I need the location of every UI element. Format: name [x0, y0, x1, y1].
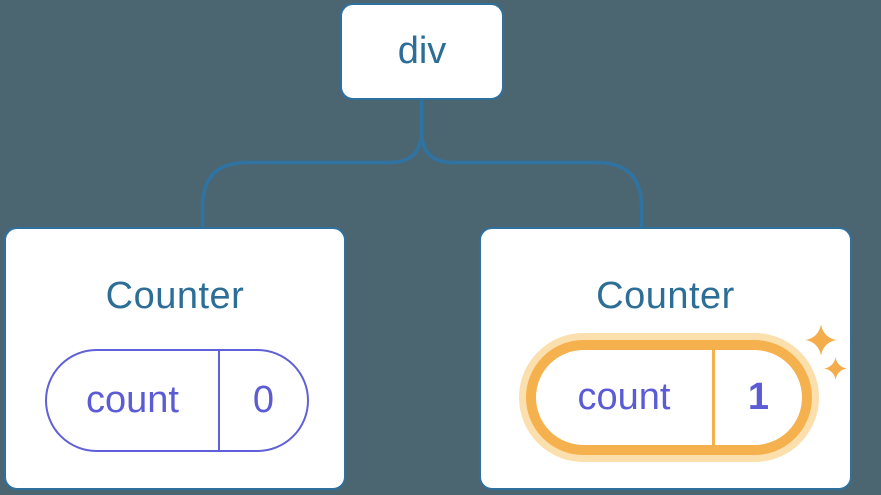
connector-edge-left [200, 100, 424, 228]
state-value: 0 [252, 379, 275, 421]
counter-card-left: Counter count 0 [4, 227, 346, 490]
state-key-label: count [536, 350, 715, 445]
connector-edge-right [419, 100, 644, 228]
sparkle-large [805, 324, 837, 356]
root-node: div [340, 3, 504, 100]
counter-card-right: Counter count 1 [479, 227, 852, 490]
state-key-label: count [47, 351, 220, 450]
root-node-label: div [397, 30, 447, 72]
sparkles-icon [805, 324, 848, 381]
component-title: Counter [596, 275, 735, 317]
sparkle-small [824, 357, 848, 381]
state-value: 1 [747, 376, 770, 418]
component-title: Counter [105, 275, 245, 317]
state-pill-highlighted: count 1 [526, 340, 812, 455]
state-pill: count 0 [45, 349, 309, 452]
